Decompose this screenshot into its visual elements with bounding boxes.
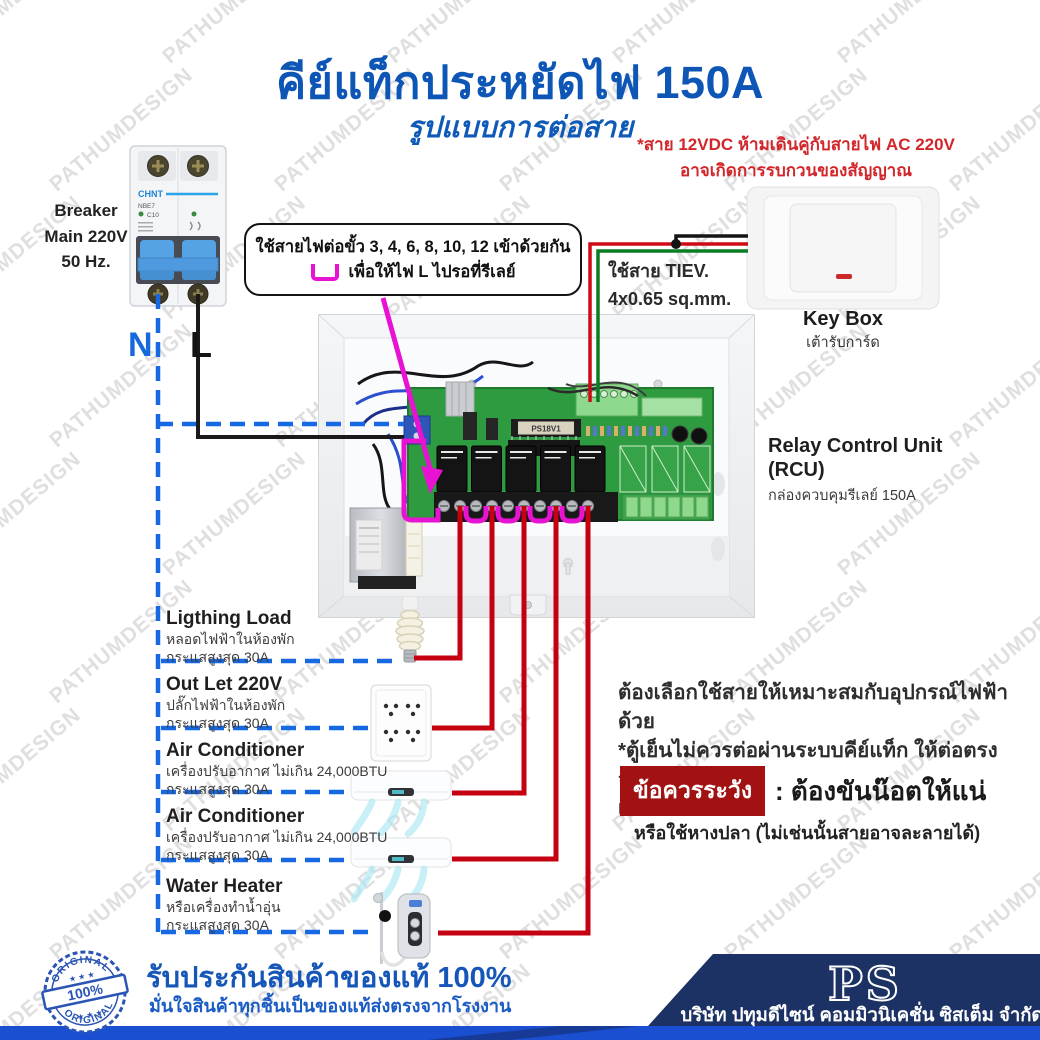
load-desc: หลอดไฟฟ้าในห้องพัก xyxy=(166,631,295,647)
keybox-subtitle: เต้ารับการ์ด xyxy=(806,335,880,351)
watermark-text: PATHUMDESIGN xyxy=(945,319,1040,453)
watermark-text: PATHUMDESIGN xyxy=(495,831,648,965)
air-conditioner-1-illustration xyxy=(350,770,452,836)
breaker-label-line1: Breaker xyxy=(54,201,118,220)
breaker-label: Breaker Main 220V 50 Hz. xyxy=(38,198,134,275)
jumper-callout-line1: ใช้สายไฟต่อขั้ว 3, 4, 6, 8, 10, 12 เข้าด… xyxy=(255,238,571,256)
relay-pcb: PS18V1 xyxy=(403,381,714,522)
load-desc: กระแสสูงสุด 30A xyxy=(166,715,269,732)
relay-bank xyxy=(436,445,606,493)
watermark-text: PATHUMDESIGN xyxy=(0,447,86,581)
cfl-bulb-illustration xyxy=(395,596,425,663)
breaker-brand-text: CHNT xyxy=(138,189,163,199)
page-subtitle: รูปแบบการต่อสาย xyxy=(406,112,634,144)
load-label-aircon-2: Air Conditioner เครื่องปรับอากาศ ไม่เกิน… xyxy=(166,806,396,864)
load-desc: เครื่องปรับอากาศ ไม่เกิน 24,000BTU xyxy=(166,763,388,779)
load-desc: หรือเครื่องทำน้ำอุ่น xyxy=(166,899,281,915)
cable-spec-line1: ใช้สาย TIEV. xyxy=(608,261,710,281)
signal-warning-line2: อาจเกิดการรบกวนของสัญญาณ xyxy=(679,160,912,180)
watermark-text: PATHUMDESIGN xyxy=(0,703,86,837)
breaker-model-text: NBE7 xyxy=(138,203,155,210)
load-label-outlet: Out Let 220V ปลั๊กไฟฟ้าในห้องพัก กระแสสู… xyxy=(166,674,396,732)
caution-badge: ข้อควรระวัง xyxy=(620,766,766,816)
line-wire-label: L xyxy=(190,324,212,365)
load-desc: กระแสสูงสุด 30A xyxy=(166,649,269,666)
company-name: บริษัท ปทุมดีไซน์ คอมมิวนิเคชั่น ซิสเต็ม… xyxy=(681,1001,1040,1027)
jumper-callout-box: ใช้สายไฟต่อขั้ว 3, 4, 6, 8, 10, 12 เข้าด… xyxy=(244,223,582,296)
load-desc: เครื่องปรับอากาศ ไม่เกิน 24,000BTU xyxy=(166,829,388,845)
rcu-label: Relay Control Unit (RCU) กล่องควบคุมรีเล… xyxy=(768,434,1008,507)
keybox-title: Key Box xyxy=(802,308,884,330)
watermark-text: PATHUMDESIGN xyxy=(158,447,311,581)
neutral-wire-label: N xyxy=(128,326,153,364)
footer-band: PS บริษัท ปทุมดีไซน์ คอมมิวนิเคชั่น ซิสเ… xyxy=(0,954,1040,1040)
key-box-illustration xyxy=(746,186,940,310)
load-desc: กระแสสูงสุด 30A xyxy=(166,917,269,934)
load-title: Water Heater xyxy=(166,876,283,897)
load-title: Air Conditioner xyxy=(166,740,305,761)
cable-spec-line2: 4x0.65 sq.mm. xyxy=(608,288,732,309)
watermark-text: PATHUMDESIGN xyxy=(945,831,1040,965)
load-title: Air Conditioner xyxy=(166,806,305,827)
page-title: คีย์แท็กประหยัดไฟ 150A xyxy=(275,57,765,108)
circuit-breaker-illustration: CHNT NBE7 C10 xyxy=(129,145,227,307)
load-label-lighting: Ligthing Load หลอดไฟฟ้าในห้องพัก กระแสสู… xyxy=(166,608,396,666)
caution-text: : ต้องขันน๊อตให้แน่ xyxy=(775,775,987,806)
breaker-label-line3: 50 Hz. xyxy=(61,252,111,271)
load-desc: กระแสสูงสุด 30A xyxy=(166,847,269,864)
guarantee-subtitle: มั่นใจสินค้าทุกชิ้นเป็นของแท้ส่งตรงจากโร… xyxy=(149,996,512,1016)
jumper-u-icon xyxy=(310,263,339,281)
cable-spec-note: ใช้สาย TIEV. 4x0.65 sq.mm. xyxy=(608,258,788,314)
water-heater-illustration xyxy=(373,892,431,967)
caution-subtext: หรือใช้หางปลา (ไม่เช่นนั้นสายอาจละลายได้… xyxy=(634,823,981,843)
badge-center-text: 100% xyxy=(66,980,105,1003)
watermark-text: PATHUMDESIGN xyxy=(45,319,198,453)
guarantee-title: รับประกันสินค้าของแท้ 100% xyxy=(146,962,512,994)
load-title: Ligthing Load xyxy=(166,608,292,629)
watermark-text: PATHUMDESIGN xyxy=(720,831,873,965)
load-label-aircon-1: Air Conditioner เครื่องปรับอากาศ ไม่เกิน… xyxy=(166,740,396,798)
ps-logo: PS xyxy=(828,957,902,1011)
rcu-title-line1: Relay Control Unit xyxy=(768,435,943,457)
pcb-chip-label: PS18V1 xyxy=(531,425,561,434)
keybox-label: Key Box เต้ารับการ์ด xyxy=(768,308,918,354)
caution-row: ข้อควรระวัง : ต้องขันน๊อตให้แน่ xyxy=(620,766,986,816)
rcu-subtitle: กล่องควบคุมรีเลย์ 150A xyxy=(768,488,916,504)
rcu-title-line2: (RCU) xyxy=(768,459,825,481)
load-desc: กระแสสูงสุด 30A xyxy=(166,781,269,798)
outlet-illustration xyxy=(370,684,432,762)
jumper-callout-line2: เพื่อให้ไฟ L ไปรอที่รีเลย์ xyxy=(348,262,516,281)
breaker-label-line2: Main 220V xyxy=(44,226,128,246)
footer-navy-panel xyxy=(648,954,1040,1026)
signal-warning-note: *สาย 12VDC ห้ามเดินคู่กับสายไฟ AC 220V อ… xyxy=(600,132,992,183)
breaker-rating-text: C10 xyxy=(147,212,159,219)
original-badge-stamp: ORIGINAL ORIGINAL ★ ★ ★ ★ ★ ★ 100% xyxy=(41,949,129,1034)
load-label-water-heater: Water Heater หรือเครื่องทำน้ำอุ่น กระแสส… xyxy=(166,876,396,934)
relay-control-box-illustration: PS18V1 xyxy=(318,314,755,618)
signal-warning-line1: *สาย 12VDC ห้ามเดินคู่กับสายไฟ AC 220V xyxy=(637,135,955,154)
advice-line1: ต้องเลือกใช้สายให้เหมาะสมกับอุปกรณ์ไฟฟ้า… xyxy=(618,681,1009,734)
load-title: Out Let 220V xyxy=(166,674,283,695)
load-desc: ปลั๊กไฟฟ้าในห้องพัก xyxy=(166,697,286,713)
